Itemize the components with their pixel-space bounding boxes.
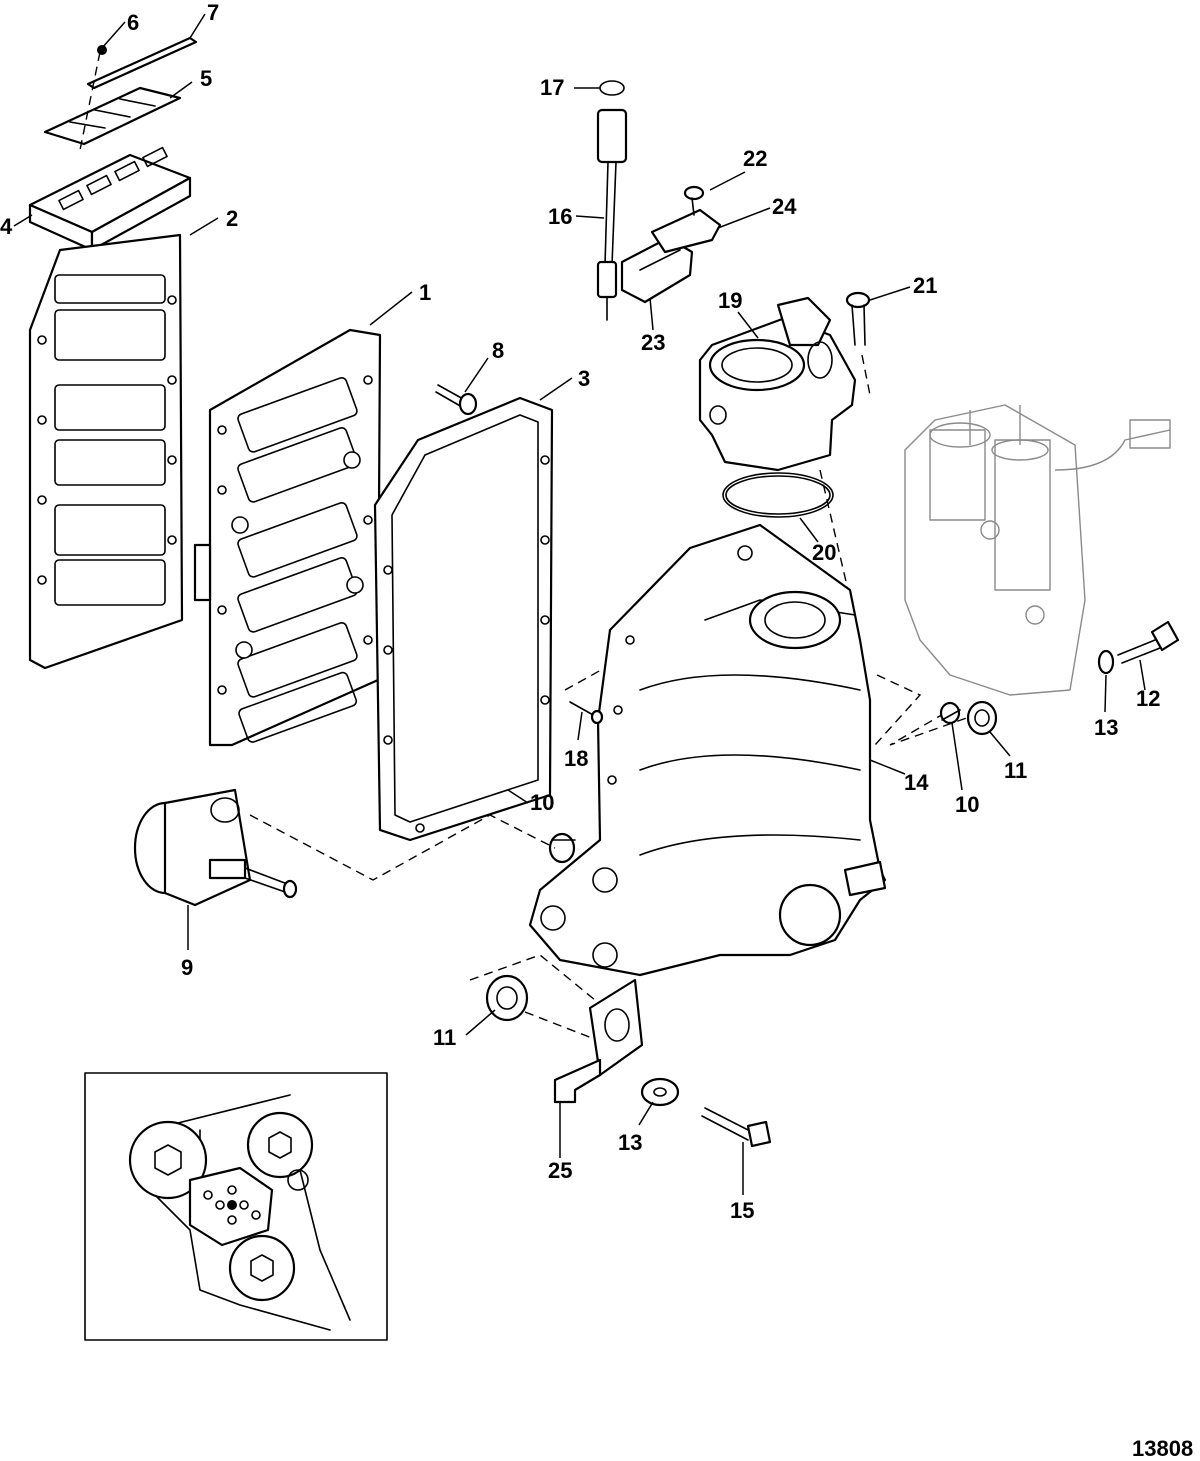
washer-13-right (1097, 649, 1115, 675)
valve-assembly-9 (133, 788, 298, 907)
screw-8 (435, 384, 478, 416)
callout-4: 4 (0, 214, 13, 239)
callout-10-right: 10 (955, 792, 979, 817)
callout-leaders (13, 13, 1146, 1195)
callout-9: 9 (181, 955, 193, 980)
bolt-12 (1117, 620, 1180, 664)
callout-24: 24 (772, 194, 797, 219)
grommet-11-lower (485, 974, 529, 1022)
callout-11-left: 11 (433, 1025, 456, 1050)
callout-23: 23 (641, 330, 665, 355)
callout-12: 12 (1136, 686, 1160, 711)
adaptor-plate (193, 328, 382, 747)
intake-manifold (528, 523, 887, 977)
callout-2: 2 (226, 206, 238, 231)
plug-10-left (548, 832, 576, 864)
callout-7: 7 (207, 0, 219, 25)
grommet-11-upper (966, 700, 998, 736)
callout-8: 8 (492, 338, 504, 363)
figure-number: 13808 (1132, 1436, 1193, 1461)
callout-13-lower: 13 (618, 1130, 642, 1155)
callout-15: 15 (730, 1198, 754, 1223)
callout-18: 18 (564, 746, 588, 771)
reference-fuel-assembly (904, 404, 1171, 696)
stud-18 (569, 701, 604, 725)
callout-13-right: 13 (1094, 715, 1118, 740)
reed-block-assembly (28, 36, 198, 252)
gasket-left (28, 233, 184, 670)
callout-16: 16 (548, 204, 572, 229)
callout-21: 21 (913, 273, 937, 298)
callout-11-right: 11 (1004, 758, 1027, 783)
callout-19: 19 (718, 288, 742, 313)
gasket-center (373, 396, 554, 842)
callout-5: 5 (200, 66, 212, 91)
callout-3: 3 (578, 366, 590, 391)
plug-10-right (939, 701, 961, 725)
callout-17: 17 (540, 75, 564, 100)
callout-14: 14 (904, 770, 929, 795)
washer-13-lower (640, 1077, 680, 1107)
callout-1: 1 (419, 280, 431, 305)
throttle-body (698, 296, 857, 472)
callout-6: 6 (127, 10, 139, 35)
bolt-15 (701, 1107, 772, 1148)
temperature-sensor (596, 80, 628, 321)
detail-inset (84, 1072, 388, 1341)
callout-22: 22 (743, 146, 767, 171)
o-ring-20 (722, 472, 834, 518)
callout-20: 20 (812, 540, 836, 565)
bolt-21 (845, 291, 871, 346)
callout-10-left: 10 (530, 790, 554, 815)
map-sensor-assembly (620, 185, 722, 304)
bracket-25 (553, 978, 644, 1104)
callout-25: 25 (548, 1158, 572, 1183)
